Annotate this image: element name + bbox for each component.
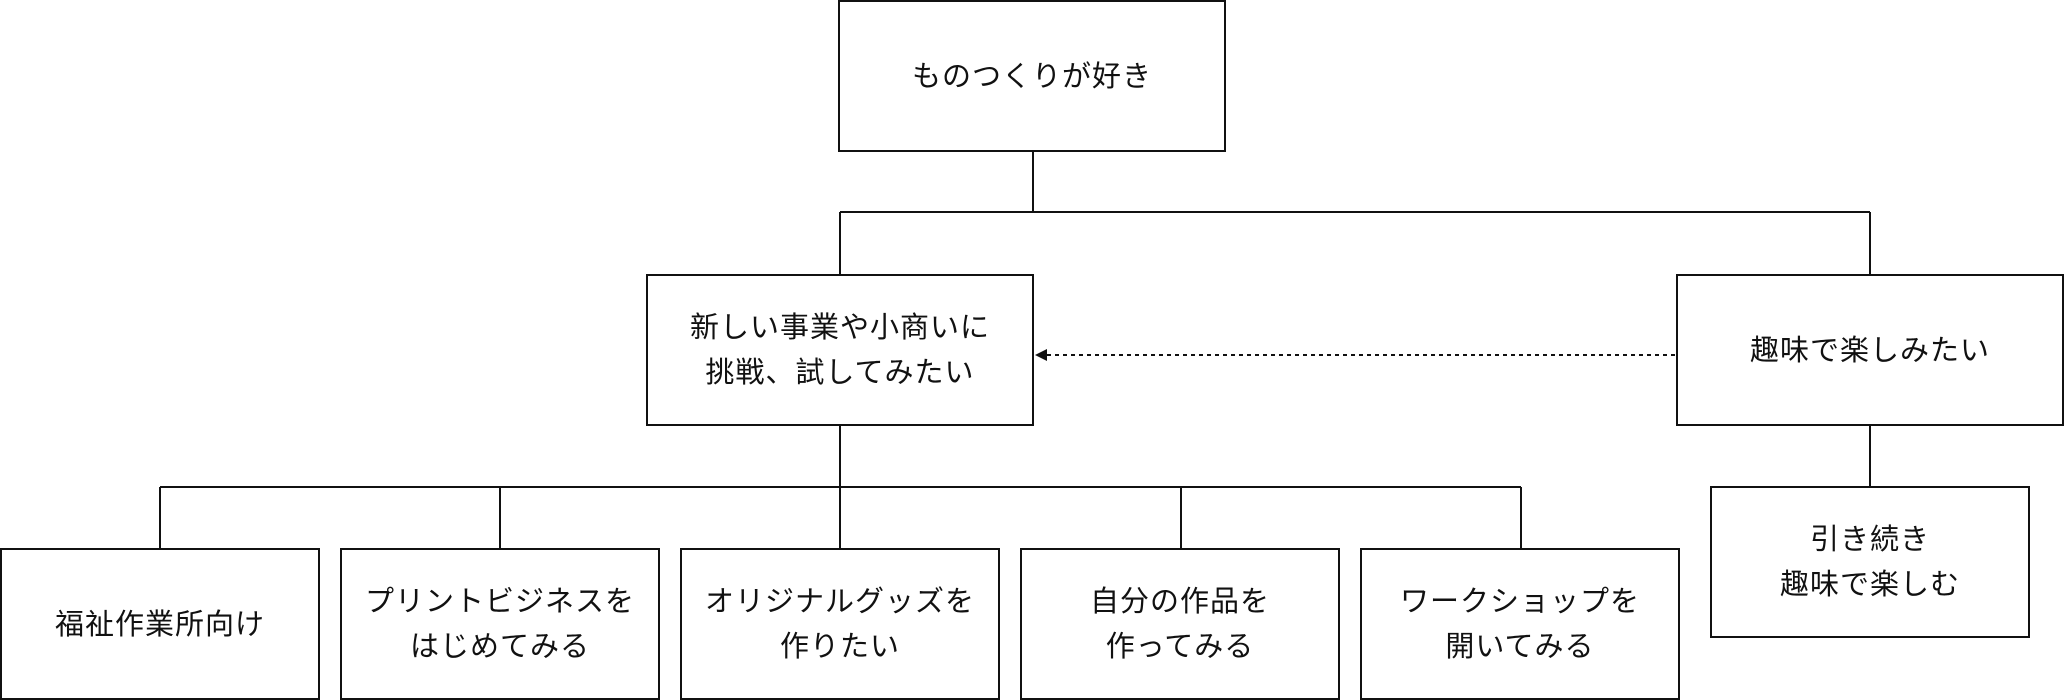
node-new-business-label: 新しい事業や小商いに挑戦、試してみたい [690, 305, 990, 395]
node-print-business: プリントビジネスをはじめてみる [340, 548, 660, 700]
node-root-label: ものつくりが好き [912, 54, 1152, 99]
node-label-line: 趣味で楽しみたい [1749, 332, 1990, 367]
node-label-line: 趣味で楽しむ [1779, 567, 1960, 601]
node-continue-hobby: 引き続き趣味で楽しむ [1710, 486, 2030, 638]
node-label-line: オリジナルグッズを [704, 584, 975, 619]
node-workshop: ワークショップを開いてみる [1360, 548, 1680, 700]
connector-root-to-branches [839, 150, 1871, 275]
node-original-goods: オリジナルグッズを作りたい [680, 548, 1000, 700]
node-label-line: 作りたい [779, 629, 900, 663]
node-welfare-label: 福祉作業所向け [55, 602, 265, 647]
node-continue-hobby-label: 引き続き趣味で楽しむ [1780, 517, 1960, 607]
node-label-line: プリントビジネスを [364, 584, 635, 619]
node-label-line: 自分の作品を [1089, 584, 1270, 619]
node-label-line: 引き続き [1809, 522, 1930, 557]
node-print-business-label: プリントビジネスをはじめてみる [365, 579, 635, 669]
node-own-works-label: 自分の作品を作ってみる [1090, 579, 1270, 669]
node-label-line: 作ってみる [1105, 629, 1255, 663]
node-label-line: ワークショップを [1399, 584, 1640, 619]
node-label-line: 福祉作業所向け [54, 606, 265, 641]
node-welfare: 福祉作業所向け [0, 548, 320, 700]
node-label-line: 新しい事業や小商いに [689, 310, 990, 345]
node-root: ものつくりが好き [838, 0, 1226, 152]
node-label-line: ものつくりが好き [911, 58, 1152, 93]
node-label-line: 開いてみる [1445, 629, 1595, 663]
connector-business-to-children [159, 425, 1522, 550]
node-label-line: はじめてみる [409, 629, 590, 663]
node-new-business: 新しい事業や小商いに挑戦、試してみたい [646, 274, 1034, 426]
node-workshop-label: ワークショップを開いてみる [1400, 579, 1640, 669]
node-hobby: 趣味で楽しみたい [1676, 274, 2064, 426]
node-label-line: 挑戦、試してみたい [705, 355, 975, 389]
node-original-goods-label: オリジナルグッズを作りたい [705, 579, 975, 669]
node-own-works: 自分の作品を作ってみる [1020, 548, 1340, 700]
node-hobby-label: 趣味で楽しみたい [1750, 328, 1990, 373]
